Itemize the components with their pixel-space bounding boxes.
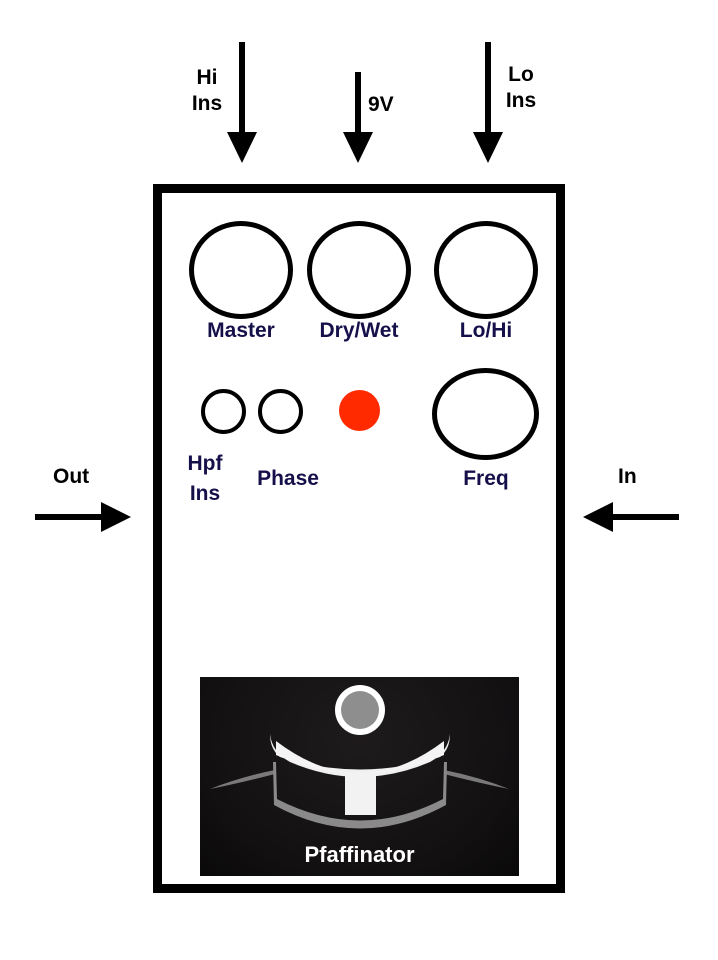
hi-ins-label-line1: Hi (196, 66, 218, 89)
pfaffinator-logo-icon (210, 685, 509, 829)
freq-knob[interactable] (432, 368, 539, 460)
hi-ins-label: Hi Ins (190, 65, 224, 117)
dry-wet-label: Dry/Wet (319, 319, 399, 342)
out-label: Out (53, 465, 90, 488)
master-label: Master (207, 319, 275, 342)
hpf-ins-label-line2: Ins (189, 482, 221, 505)
lo-hi-knob[interactable] (434, 221, 538, 319)
master-knob[interactable] (189, 221, 293, 319)
hi-ins-arrow-icon (227, 42, 257, 163)
brand-name: Pfaffinator (304, 842, 415, 867)
in-label: In (618, 465, 637, 488)
hi-ins-label-line2: Ins (191, 92, 223, 115)
lo-ins-label-line2: Ins (505, 89, 537, 112)
brand-logo-panel: Pfaffinator (200, 677, 519, 876)
in-arrow-icon (583, 502, 679, 532)
power-arrow-icon (343, 72, 373, 163)
power-label: 9V (368, 93, 394, 116)
lo-ins-label: Lo Ins (500, 62, 542, 114)
lo-ins-label-line1: Lo (508, 63, 534, 86)
lo-hi-label: Lo/Hi (459, 319, 513, 342)
phase-switch[interactable] (258, 389, 303, 434)
hpf-ins-label: Hpf Ins (180, 449, 230, 509)
lo-ins-arrow-icon (473, 42, 503, 163)
freq-label: Freq (463, 467, 509, 490)
phase-label: Phase (257, 467, 319, 490)
hpf-ins-label-line1: Hpf (187, 452, 223, 475)
out-arrow-icon (35, 502, 131, 532)
dry-wet-knob[interactable] (307, 221, 411, 319)
status-led (339, 390, 380, 431)
hpf-ins-switch[interactable] (201, 389, 246, 434)
